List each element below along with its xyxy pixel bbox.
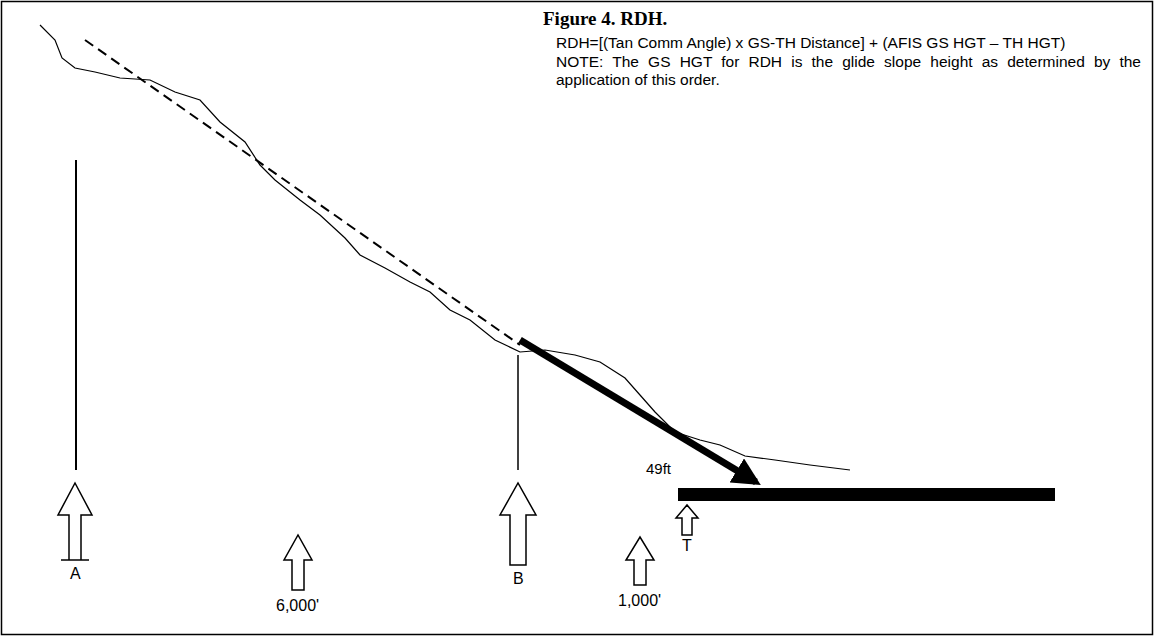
point-label: A: [70, 565, 81, 583]
figure-title: Figure 4. RDH.: [543, 8, 667, 30]
up-arrow: [284, 535, 312, 590]
note-text: NOTE: The GS HGT for RDH is the glide sl…: [556, 53, 1141, 89]
height-label: 49ft: [646, 460, 671, 477]
glide-slope-arrow: [520, 340, 756, 482]
up-arrow: [676, 505, 698, 535]
extended-glide-slope: [85, 40, 520, 345]
up-arrow: [626, 537, 654, 585]
terrain-profile: [40, 25, 850, 470]
runway: [678, 488, 1055, 501]
point-a-line: [75, 160, 77, 470]
up-arrow: [58, 483, 92, 560]
up-arrow: [500, 483, 536, 565]
point-b-line: [517, 355, 519, 470]
threshold-label: T: [682, 537, 692, 555]
point-label: B: [513, 570, 524, 588]
distance-label: 6,000': [276, 597, 319, 615]
formula-text: RDH=[(Tan Comm Angle) x GS-TH Distance] …: [556, 34, 1141, 52]
distance-label: 1,000': [618, 592, 661, 610]
